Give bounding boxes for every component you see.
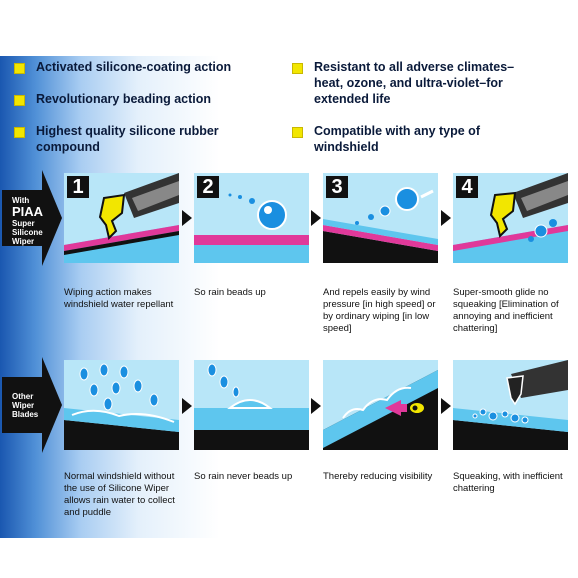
- bullet-icon: [292, 63, 303, 74]
- other-step-2-panel: [194, 360, 309, 450]
- next-chevron-icon: [441, 398, 451, 414]
- other-step-1-panel: [64, 360, 179, 450]
- other-step-4-panel: [453, 360, 568, 450]
- other-label: Other Wiper Blades: [12, 392, 39, 419]
- piaa-step-2-panel: 2: [194, 173, 309, 263]
- piaa-step-4-panel: 4: [453, 173, 568, 263]
- piaa-step-1-panel: 1: [64, 173, 179, 263]
- background-band: [0, 56, 578, 538]
- other-step-1-caption: Normal windshield without the use of Sil…: [64, 471, 175, 518]
- bullet-icon: [292, 127, 303, 138]
- feature-beading: Revolutionary beading action: [36, 92, 212, 106]
- other-step-3-panel: [323, 360, 438, 450]
- next-chevron-icon: [311, 398, 321, 414]
- piaa-step-3-panel: 3: [323, 173, 438, 263]
- bullet-icon: [14, 127, 25, 138]
- feature-rubber-compound: Highest quality silicone rubber compound: [36, 124, 219, 154]
- piaa-label: With PIAA Super Silicone Wiper: [12, 196, 44, 246]
- piaa-step-2-caption: So rain beads up: [194, 287, 266, 298]
- next-chevron-icon: [182, 210, 192, 226]
- other-step-2-caption: So rain never beads up: [194, 471, 293, 482]
- feature-silicone-coating: Activated silicone-coating action: [36, 60, 232, 74]
- bullet-icon: [14, 63, 25, 74]
- next-chevron-icon: [311, 210, 321, 226]
- piaa-step-1-caption: Wiping action makes windshield water rep…: [64, 287, 174, 310]
- piaa-step-4-caption: Super-smooth glide no squeaking [Elimina…: [453, 287, 559, 334]
- step-number: 3: [326, 176, 348, 198]
- step-number: 4: [456, 176, 478, 198]
- next-chevron-icon: [441, 210, 451, 226]
- step-number: 1: [67, 176, 89, 198]
- other-arrow-icon: [2, 357, 62, 453]
- piaa-arrow-icon: [2, 170, 62, 266]
- other-step-4-caption: Squeaking, with inefficient chattering: [453, 471, 563, 494]
- bullet-icon: [14, 95, 25, 106]
- feature-climate-resistance: Resistant to all adverse climates–heat, …: [314, 60, 515, 106]
- other-step-3-caption: Thereby reducing visibility: [323, 471, 433, 482]
- feature-compatibility: Compatible with any type of windshield: [314, 124, 480, 154]
- next-chevron-icon: [182, 398, 192, 414]
- piaa-step-3-caption: And repels easily by wind pressure [in h…: [323, 287, 436, 334]
- step-number: 2: [197, 176, 219, 198]
